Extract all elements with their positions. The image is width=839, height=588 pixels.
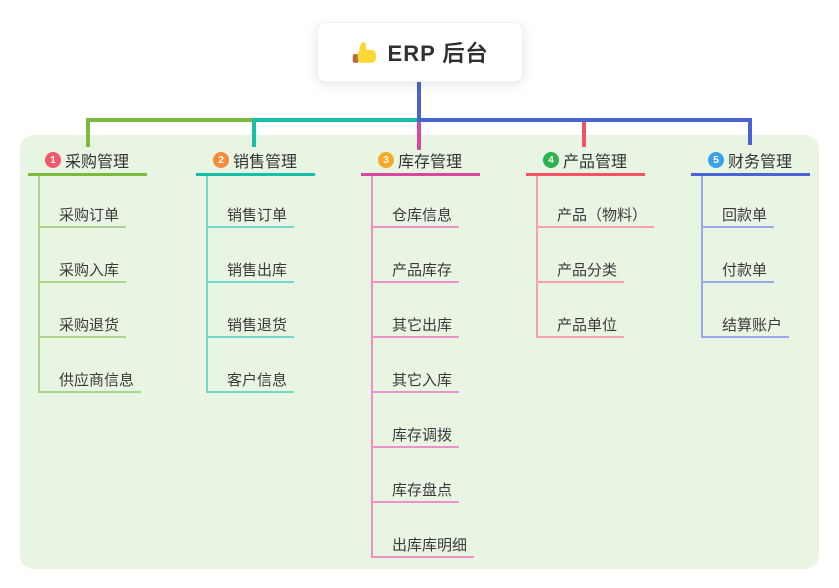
mindmap-node[interactable]: 产品单位	[538, 283, 625, 338]
mindmap-node[interactable]: 回款单	[703, 176, 775, 228]
branch-children: 销售订单 销售出库 销售退货 客户信息	[206, 176, 315, 393]
branch-children: 采购订单 采购入库 采购退货 供应商信息	[38, 176, 147, 393]
branch-badge: 2	[213, 151, 229, 168]
mindmap-node[interactable]: 库存调拨	[373, 393, 460, 448]
branch-label: 产品管理	[563, 153, 628, 171]
drop-line-finance	[748, 118, 752, 145]
root-connector-line	[417, 82, 421, 122]
branch-label: 库存管理	[398, 153, 463, 171]
root-node[interactable]: ERP 后台	[317, 22, 523, 82]
mindmap-node[interactable]: 产品库存	[373, 228, 460, 283]
mindmap-node[interactable]: 采购订单	[40, 176, 127, 228]
bus-segment-sales	[252, 118, 419, 122]
branch-header-inventory[interactable]: 3 库存管理	[361, 146, 480, 176]
mindmap-node[interactable]: 其它入库	[373, 338, 460, 393]
bus-segment-purchase	[86, 118, 256, 122]
mindmap-node[interactable]: 采购退货	[40, 283, 127, 338]
branch-header-sales[interactable]: 2 销售管理	[196, 146, 315, 176]
branch-label: 采购管理	[65, 153, 130, 171]
thumbs-up-icon	[352, 42, 376, 63]
branch-children: 回款单 付款单 结算账户	[701, 176, 810, 338]
mindmap-node[interactable]: 销售订单	[208, 176, 295, 228]
branch-badge: 3	[378, 151, 394, 168]
branch-label: 销售管理	[233, 153, 298, 171]
mindmap-node[interactable]: 仓库信息	[373, 176, 460, 228]
bus-segment-finance	[417, 118, 752, 122]
mindmap-node[interactable]: 销售退货	[208, 283, 295, 338]
mindmap-node[interactable]: 出库库明细	[373, 503, 475, 558]
branch-header-finance[interactable]: 5 财务管理	[691, 146, 810, 176]
branch-badge: 5	[708, 151, 724, 168]
branch-product: 4 产品管理 产品（物料） 产品分类 产品单位	[526, 146, 655, 338]
mindmap-node[interactable]: 产品分类	[538, 228, 625, 283]
branch-children: 产品（物料） 产品分类 产品单位	[536, 176, 655, 338]
branch-purchase: 1 采购管理 采购订单 采购入库 采购退货 供应商信息	[28, 146, 147, 393]
mindmap-node[interactable]: 付款单	[703, 228, 775, 283]
mindmap-node[interactable]: 库存盘点	[373, 448, 460, 503]
branch-sales: 2 销售管理 销售订单 销售出库 销售退货 客户信息	[196, 146, 315, 393]
branch-finance: 5 财务管理 回款单 付款单 结算账户	[691, 146, 810, 338]
branch-badge: 4	[543, 151, 559, 168]
root-title: ERP 后台	[387, 41, 489, 66]
drop-line-sales	[252, 118, 256, 147]
mindmap-node[interactable]: 客户信息	[208, 338, 295, 393]
branch-children: 仓库信息 产品库存 其它出库 其它入库 库存调拨 库存盘点 出库库明细	[371, 176, 480, 558]
branches-panel	[20, 135, 819, 569]
branch-header-product[interactable]: 4 产品管理	[526, 146, 645, 176]
drop-line-product	[582, 121, 586, 147]
branch-inventory: 3 库存管理 仓库信息 产品库存 其它出库 其它入库 库存调拨 库存盘点 出库库…	[361, 146, 480, 558]
drop-line-purchase	[86, 118, 90, 147]
mindmap-node[interactable]: 结算账户	[703, 283, 790, 338]
mindmap-node[interactable]: 采购入库	[40, 228, 127, 283]
mindmap-node[interactable]: 销售出库	[208, 228, 295, 283]
mindmap-node[interactable]: 供应商信息	[40, 338, 142, 393]
branch-label: 财务管理	[728, 153, 793, 171]
mindmap-node[interactable]: 产品（物料）	[538, 176, 655, 228]
drop-line-inventory	[417, 121, 421, 150]
mindmap-node[interactable]: 其它出库	[373, 283, 460, 338]
branch-header-purchase[interactable]: 1 采购管理	[28, 146, 147, 176]
branch-badge: 1	[45, 151, 61, 168]
